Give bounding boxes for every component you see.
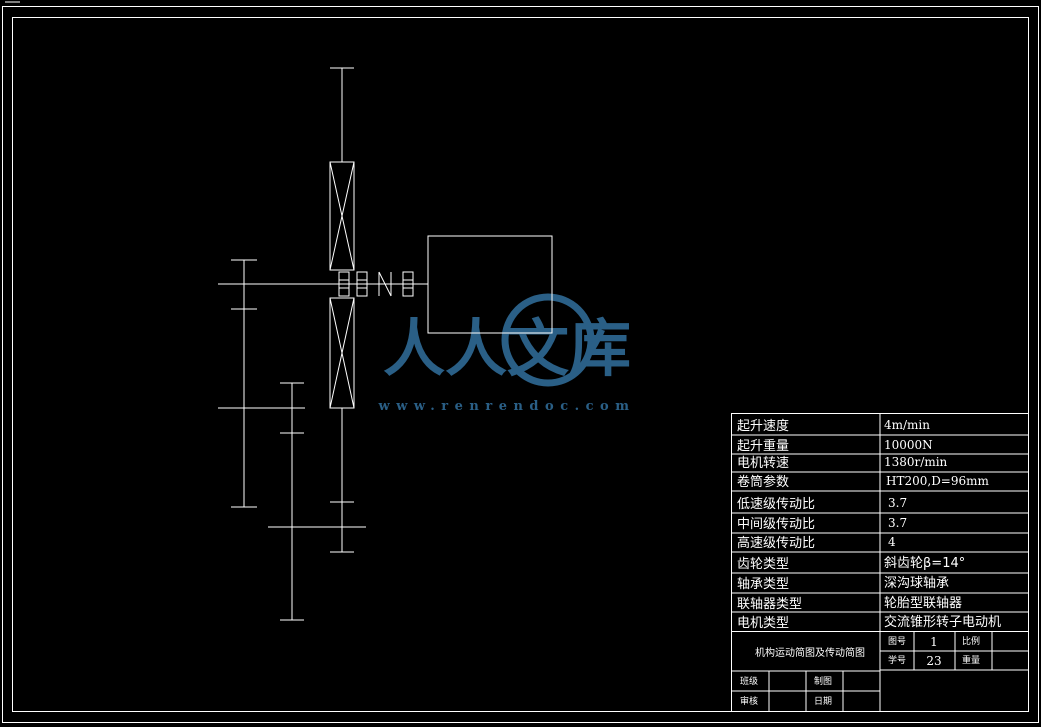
watermark-url: www.renrendoc.com [378,399,636,414]
watermark-ring [501,293,595,387]
param-label: 中间级传动比 [737,517,815,532]
param-value: 3.7 [888,516,907,530]
title-block-grid [731,631,1029,712]
bearing-1 [338,271,350,297]
param-labels: 起升速度 起升重量 电机转速 卷筒参数 低速级传动比 中间级传动比 高速级传动比… [737,418,815,631]
scale-label: 比例 [962,635,980,647]
motor-box [427,235,553,334]
param-values: 4m/min 10000N 1380r/min HT200,D=96mm 3.7… [884,418,1001,630]
param-label: 起升速度 [737,418,789,434]
review-label: 审核 [740,695,758,707]
param-value: 4 [888,535,896,549]
param-label: 电机类型 [737,616,789,631]
student-no-label: 学号 [888,654,906,666]
date-label: 日期 [814,696,832,707]
drawing-title: 机构运动简图及传动简图 [755,646,865,659]
param-label: 齿轮类型 [737,557,789,572]
drum-lower [329,297,355,409]
bearing-3 [402,271,414,297]
drum-upper-diag2 [329,161,355,271]
fig-no: 1 [930,635,938,649]
param-label: 起升重量 [737,438,789,454]
transmission-diagram [218,67,553,621]
fig-no-label: 图号 [888,636,906,647]
param-value: 斜齿轮β=14° [884,556,965,571]
drum-lower-diag2 [329,297,355,409]
bearing-2 [356,271,368,297]
param-label: 低速级传动比 [737,497,815,512]
param-label: 卷筒参数 [737,474,789,490]
param-label: 电机转速 [737,456,789,471]
param-value: 1380r/min [884,455,948,469]
param-value: 深沟球轴承 [884,576,949,591]
param-value: 3.7 [888,496,907,510]
drawn-label: 制图 [814,675,832,687]
param-label: 轴承类型 [737,577,789,592]
param-value: 交流锥形转子电动机 [884,614,1001,630]
watermark: 人人文库 www.renrendoc.com [378,293,636,414]
drum-upper [329,161,355,271]
student-no: 23 [926,654,941,668]
watermark-text: 人人文库 [383,312,631,385]
param-label: 联轴器类型 [737,597,802,612]
inner-border [12,17,1029,712]
param-table-grid [731,413,1029,632]
param-value: HT200,D=96mm [886,474,990,488]
param-value: 4m/min [884,418,930,432]
class-label: 班级 [740,675,758,687]
coupling-diag [378,271,392,297]
param-value: 轮胎型联轴器 [884,596,962,611]
outer-border [2,6,1039,723]
title-block-text: 机构运动简图及传动简图 图号 1 比例 学号 23 重量 班级 制图 审核 日期 [740,635,980,707]
param-value: 10000N [884,438,933,452]
param-label: 高速级传动比 [737,535,815,551]
weight-label: 重量 [962,654,980,666]
